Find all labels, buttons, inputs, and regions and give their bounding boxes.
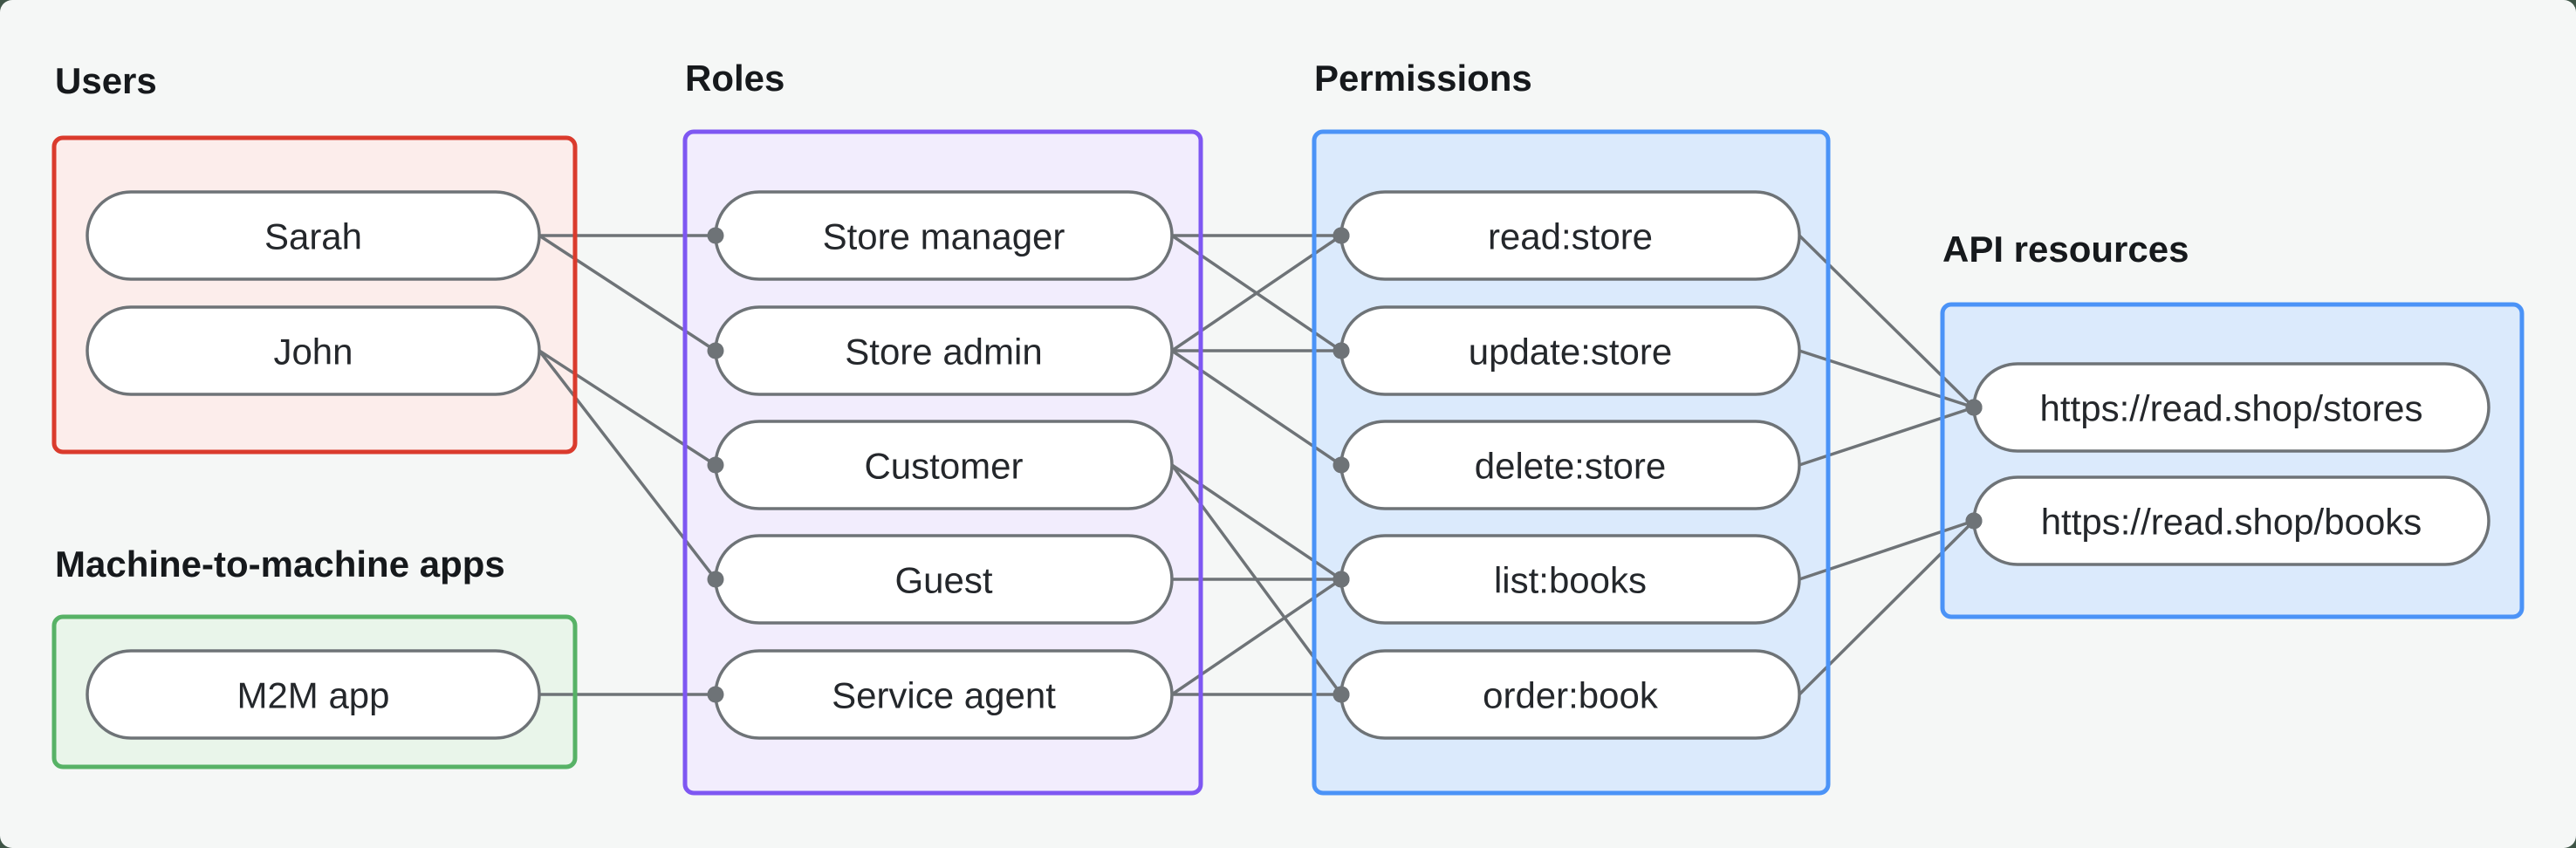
- group-box-permissions-border: [1312, 129, 1831, 796]
- connector-dot-list-books: [1333, 571, 1350, 588]
- group-box-m2m-border: [51, 614, 578, 769]
- node-store-admin: Store admin: [714, 305, 1174, 396]
- node-store-manager: Store manager: [714, 190, 1174, 281]
- group-label-m2m-apps: Machine-to-machine apps: [55, 544, 505, 585]
- node-m2m-app-label: M2M app: [236, 675, 389, 716]
- connector-dot-books-api: [1965, 512, 1983, 530]
- node-delete-store: delete:store: [1339, 420, 1801, 510]
- connector-dot-order-book: [1333, 686, 1350, 703]
- connector-dots-layer: [707, 227, 1983, 703]
- group-label-permissions: Permissions: [1314, 58, 1532, 99]
- group-label-roles: Roles: [685, 58, 784, 99]
- node-sarah-label: Sarah: [264, 216, 362, 257]
- node-list-books-label: list:books: [1494, 560, 1647, 601]
- connector-dot-customer: [707, 456, 724, 474]
- node-john-label: John: [273, 332, 353, 373]
- node-books-api-label: https://read.shop/books: [2041, 502, 2422, 543]
- node-order-book-label: order:book: [1483, 675, 1659, 716]
- node-customer: Customer: [714, 420, 1174, 510]
- node-m2m-app: M2M app: [86, 649, 541, 740]
- node-store-admin-label: Store admin: [845, 332, 1042, 373]
- group-label-api-resources: API resources: [1942, 229, 2189, 270]
- connector-dot-stores-api: [1965, 399, 1983, 416]
- node-update-store: update:store: [1339, 305, 1801, 396]
- node-m2m-app-pill: [86, 649, 541, 740]
- group-box-api-border: [1940, 302, 2525, 619]
- node-stores-api-label: https://read.shop/stores: [2040, 388, 2423, 429]
- node-john: John: [86, 305, 541, 396]
- connector-dot-store-admin: [707, 342, 724, 359]
- node-store-manager-label: Store manager: [823, 216, 1065, 257]
- group-box-users-border: [51, 135, 578, 455]
- connector-dot-store-manager: [707, 227, 724, 244]
- node-sarah: Sarah: [86, 190, 541, 281]
- node-service-agent-label: Service agent: [832, 675, 1056, 716]
- connector-dot-delete-store: [1333, 456, 1350, 474]
- node-stores-api: https://read.shop/stores: [1972, 362, 2490, 453]
- group-box-api-fill: [1942, 304, 2522, 617]
- connector-dot-read-store: [1333, 227, 1350, 244]
- node-order-book: order:book: [1339, 649, 1801, 740]
- node-service-agent: Service agent: [714, 649, 1174, 740]
- group-borders-layer: [51, 129, 2525, 796]
- group-label-users: Users: [55, 60, 157, 101]
- node-guest: Guest: [714, 534, 1174, 625]
- group-box-roles-border: [682, 129, 1203, 796]
- node-update-store-label: update:store: [1469, 332, 1673, 373]
- node-john-pill: [86, 305, 541, 396]
- node-books-api: https://read.shop/books: [1972, 475, 2490, 566]
- node-guest-label: Guest: [894, 560, 992, 601]
- node-list-books: list:books: [1339, 534, 1801, 625]
- group-box-users-fill: [54, 138, 575, 452]
- node-customer-label: Customer: [864, 446, 1023, 487]
- connector-dot-guest: [707, 571, 724, 588]
- connector-dot-update-store: [1333, 342, 1350, 359]
- node-read-store: read:store: [1339, 190, 1801, 281]
- node-read-store-label: read:store: [1488, 216, 1653, 257]
- node-delete-store-label: delete:store: [1475, 446, 1666, 487]
- connector-dot-service-agent: [707, 686, 724, 703]
- node-sarah-pill: [86, 190, 541, 281]
